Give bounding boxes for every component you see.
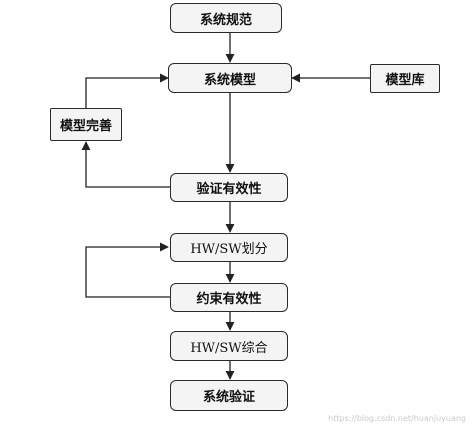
node-system-verify: 系统验证 [170, 380, 288, 411]
node-hw-sw-partition: HW/SW划分 [170, 233, 288, 262]
arrow-verify-to-refine [81, 141, 170, 188]
node-verify-validity: 验证有效性 [170, 173, 288, 202]
node-model-library: 模型库 [370, 64, 440, 93]
arrow-constraint-to-partition [85, 242, 170, 298]
watermark-text: https://blog.csdn.net/huanjuyuang [328, 414, 466, 423]
node-model-refine: 模型完善 [50, 108, 122, 141]
node-hw-sw-synthesis: HW/SW综合 [170, 331, 288, 361]
node-constraint-validity: 约束有效性 [170, 283, 288, 312]
arrow-refine-to-model [85, 73, 169, 108]
node-system-model: 系统模型 [168, 63, 292, 93]
node-system-spec: 系统规范 [170, 3, 282, 33]
